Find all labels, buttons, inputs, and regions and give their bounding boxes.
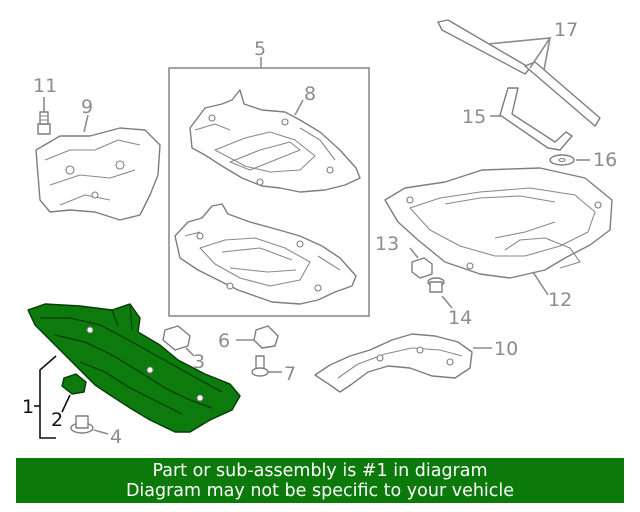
part-11-bolt[interactable] <box>37 111 51 135</box>
callout-10[interactable]: 10 <box>494 338 518 360</box>
callout-14[interactable]: 14 <box>448 307 472 329</box>
callout-6[interactable]: 6 <box>218 330 230 352</box>
callout-11[interactable]: 11 <box>33 75 57 97</box>
callout-2[interactable]: 2 <box>51 409 63 431</box>
callout-7[interactable]: 7 <box>284 363 296 385</box>
part-14-grommet[interactable] <box>427 277 445 293</box>
part-16-washer[interactable] <box>549 154 575 166</box>
part-7-bolt[interactable] <box>251 355 269 377</box>
part-9-bracket[interactable] <box>35 127 161 221</box>
part-12-underbody-panel[interactable] <box>384 167 613 279</box>
callout-9[interactable]: 9 <box>81 96 93 118</box>
callout-12[interactable]: 12 <box>548 289 572 311</box>
part-2-clip-highlighted[interactable] <box>61 373 87 395</box>
part-17-rails[interactable] <box>437 19 601 127</box>
banner-line-1: Part or sub-assembly is #1 in diagram <box>152 461 488 481</box>
part-15-bracket[interactable] <box>499 87 573 151</box>
part-1-engine-shield-highlighted[interactable] <box>27 303 241 433</box>
callout-15[interactable]: 15 <box>462 106 486 128</box>
callout-3[interactable]: 3 <box>193 351 205 373</box>
callout-13[interactable]: 13 <box>375 233 399 255</box>
lower-splash-shield[interactable] <box>174 203 357 305</box>
part-4-grommet[interactable] <box>70 415 94 434</box>
part-13-clip[interactable] <box>411 257 433 279</box>
callout-8[interactable]: 8 <box>304 83 316 105</box>
part-6-clip[interactable] <box>253 325 279 349</box>
assembly-5-box <box>168 67 370 317</box>
part-3-clip[interactable] <box>162 325 191 351</box>
callout-16[interactable]: 16 <box>593 149 617 171</box>
banner-line-2: Diagram may not be specific to your vehi… <box>125 481 515 501</box>
callout-5[interactable]: 5 <box>254 38 266 60</box>
callout-1[interactable]: 1 <box>22 396 34 418</box>
callout-4[interactable]: 4 <box>110 426 122 448</box>
callout-17[interactable]: 17 <box>554 19 578 41</box>
part-10-bracket[interactable] <box>314 333 473 393</box>
upper-splash-shield[interactable] <box>189 89 361 193</box>
info-banner: Part or sub-assembly is #1 in diagram Di… <box>16 458 624 503</box>
